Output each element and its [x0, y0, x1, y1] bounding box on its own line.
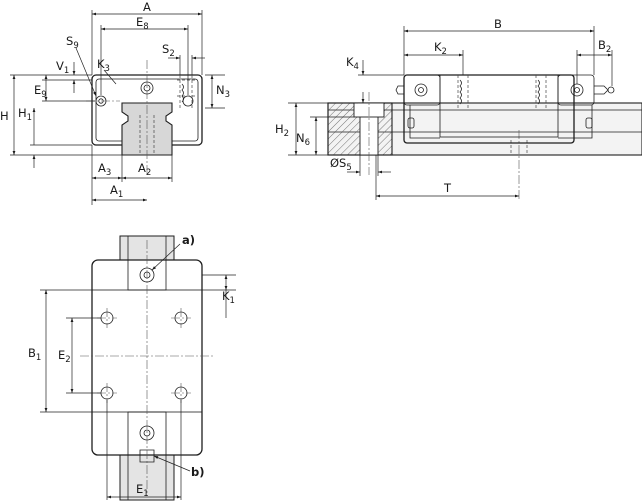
- label-E8: E8: [136, 15, 149, 32]
- label-N3: N3: [216, 83, 230, 100]
- label-K2: K2: [434, 40, 447, 57]
- leader-K3: [103, 69, 117, 85]
- label-A3: A3: [98, 161, 111, 178]
- label-B1: B1: [28, 346, 41, 363]
- lube-nipple-right-inner: [574, 87, 580, 93]
- threaded-hole-1: [457, 75, 469, 110]
- lube-fitting: [594, 85, 609, 95]
- threaded-hole-2: [535, 75, 547, 110]
- seal-slot-left: [407, 117, 415, 129]
- thread-insert: [181, 83, 184, 103]
- callout-b: b): [191, 465, 205, 479]
- label-S5: ØS5: [330, 156, 352, 173]
- label-B2: B2: [598, 38, 611, 55]
- label-E9: E9: [34, 83, 47, 100]
- label-A1: A1: [110, 183, 123, 200]
- top-view: K1 B1 E2 E1 a) b): [28, 233, 236, 501]
- seal-slot-right: [585, 117, 593, 129]
- label-A2: A2: [138, 161, 151, 178]
- label-K3: K3: [97, 57, 110, 74]
- label-T: T: [443, 181, 452, 195]
- thread-1: [459, 79, 462, 105]
- label-S9: S9: [66, 34, 79, 51]
- label-B: B: [494, 17, 502, 31]
- front-view: A E8 S9 S2 V1 K3 E9 N3 H H1 A3 A2 A1: [0, 0, 230, 205]
- label-N6: N6: [296, 131, 310, 148]
- lube-nipple-left-inner: [418, 87, 424, 93]
- leader-b: [153, 455, 191, 472]
- label-A: A: [143, 0, 151, 14]
- leader-a: [151, 243, 181, 271]
- label-S2: S2: [162, 42, 175, 59]
- carriage-block: [439, 74, 559, 138]
- lube-nipple-left: [414, 83, 428, 97]
- label-K1: K1: [222, 289, 235, 306]
- label-H: H: [0, 109, 9, 123]
- label-H1: H1: [18, 106, 32, 123]
- lube-fitting-tip: [607, 86, 615, 94]
- end-cap-left: [403, 74, 441, 106]
- end-seal-right: [558, 105, 593, 139]
- lube-port-right: [182, 95, 194, 107]
- label-K4: K4: [346, 55, 359, 72]
- leader-S9: [75, 47, 97, 97]
- label-H2: H2: [275, 122, 289, 139]
- lube-fitting-left: [395, 85, 404, 95]
- side-view: B K2 B2 K4 H2 N6 ØS5 T: [275, 17, 642, 200]
- label-E2: E2: [58, 348, 71, 365]
- end-seal-left: [409, 105, 440, 139]
- label-E1: E1: [136, 482, 149, 499]
- lube-nipple-right: [570, 83, 584, 97]
- callout-a: a): [182, 233, 195, 247]
- end-cap-right: [557, 74, 595, 106]
- threaded-hole-hidden: [177, 75, 195, 108]
- lube-fitting-b: [139, 449, 155, 463]
- thread-2: [537, 79, 540, 105]
- label-V1: V1: [56, 59, 69, 76]
